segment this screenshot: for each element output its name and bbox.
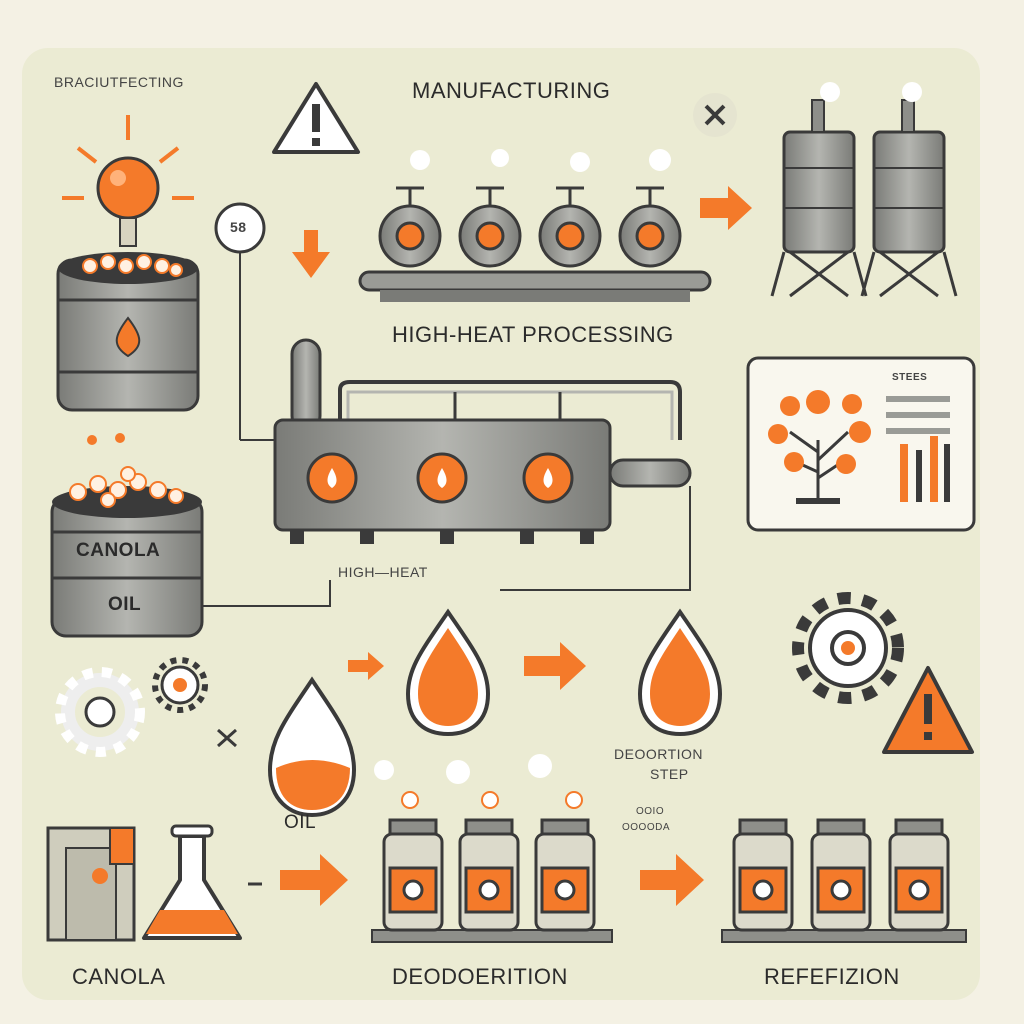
badge-callout bbox=[214, 202, 275, 441]
sun-bulb-icon bbox=[62, 115, 194, 247]
small-note-line2: OOOODA bbox=[622, 822, 671, 833]
processing-machine bbox=[273, 338, 692, 591]
press-machine-icon bbox=[46, 826, 136, 942]
oil-drop-icon bbox=[267, 608, 723, 818]
warning-icon bbox=[272, 82, 360, 154]
canola-barrel bbox=[50, 433, 331, 638]
warning-icon bbox=[882, 666, 974, 754]
arrow-right-icon bbox=[700, 186, 752, 230]
bottle-icon bbox=[721, 818, 967, 943]
small-note-line1: OOIO bbox=[636, 806, 665, 817]
canola-barrel-label: CANOLA bbox=[76, 540, 161, 561]
barrel-icon bbox=[56, 252, 200, 412]
canola-label: CANOLA bbox=[72, 964, 166, 989]
deodortion-step-line2: STEP bbox=[650, 766, 689, 782]
deodortion-step-line1: DEOORTION bbox=[614, 746, 704, 762]
bottle-icon bbox=[371, 754, 613, 943]
oil-barrel-label: OIL bbox=[108, 594, 142, 615]
high-heat-label: HIGH—HEAT bbox=[338, 564, 428, 580]
top-left-label: BRACIUTFECTING bbox=[54, 74, 184, 90]
high-heat-processing-label: HIGH-HEAT PROCESSING bbox=[392, 322, 674, 347]
deodoerition-label: DEODOERITION bbox=[392, 964, 568, 989]
close-x-icon[interactable] bbox=[693, 93, 737, 137]
tree-icon bbox=[768, 390, 871, 504]
arrow-down-icon bbox=[292, 230, 330, 278]
oil-label: OIL bbox=[284, 812, 317, 833]
silo-icon bbox=[770, 82, 958, 298]
gear-icon bbox=[55, 592, 904, 757]
flask-icon bbox=[142, 824, 242, 940]
arrow-right-icon bbox=[280, 642, 704, 906]
refefizion-label: REFEFIZION bbox=[764, 964, 900, 989]
steps-card bbox=[746, 356, 976, 532]
valve-conveyor bbox=[358, 149, 712, 302]
steps-card-label: STEES bbox=[892, 372, 928, 383]
close-x-icon bbox=[217, 728, 237, 748]
badge-value: 58 bbox=[230, 219, 247, 235]
manufacturing-label: MANUFACTURING bbox=[412, 78, 611, 103]
